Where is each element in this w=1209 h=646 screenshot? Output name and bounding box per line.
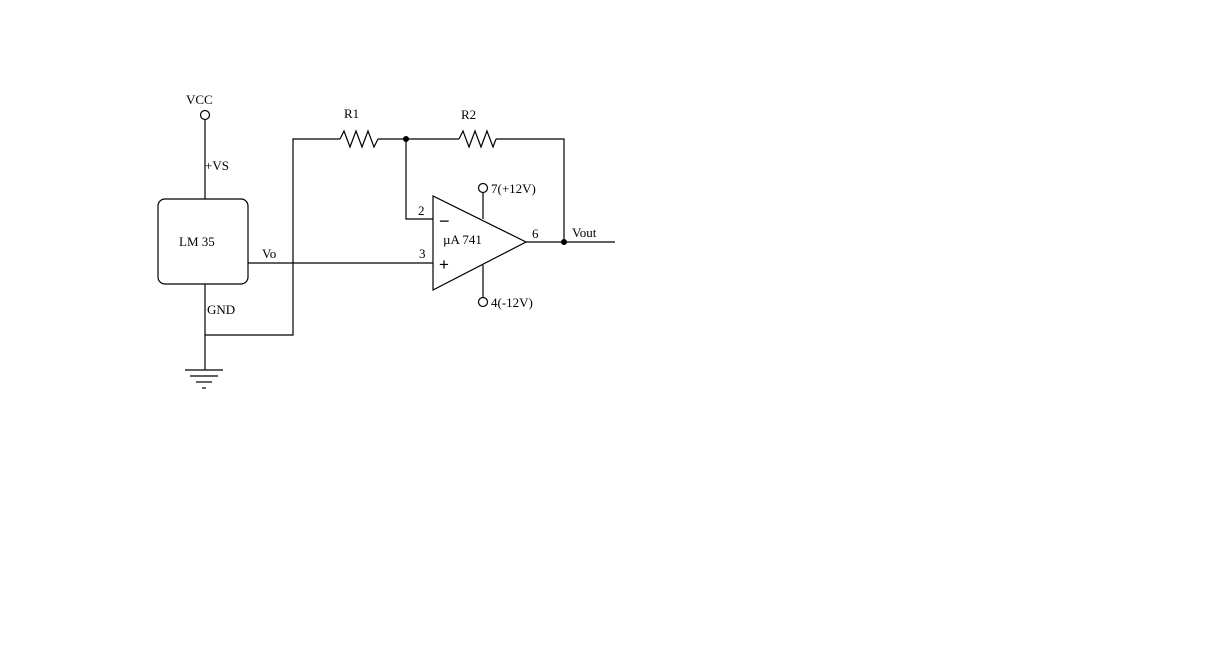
pin2-label: 2	[418, 203, 425, 218]
r2-resistor	[458, 129, 497, 149]
feedback-wire	[496, 138, 565, 242]
ground-to-r1-wire	[205, 138, 340, 336]
opamp-minus-sign: −	[439, 211, 450, 231]
vcc-label: VCC	[186, 92, 213, 107]
r1-label: R1	[344, 106, 359, 121]
inverting-input-wire	[405, 139, 433, 220]
opamp-label: µA 741	[443, 232, 482, 247]
pin6-label: 6	[532, 226, 539, 241]
pin7-terminal	[477, 182, 489, 194]
pin4-terminal	[477, 296, 489, 308]
r1-resistor	[339, 129, 379, 149]
output-junction	[561, 239, 567, 245]
gnd-label: GND	[207, 302, 235, 317]
pin4-label: 4(-12V)	[491, 295, 533, 310]
ground-symbol	[185, 369, 223, 389]
pin3-label: 3	[419, 246, 426, 261]
lm35-block	[157, 198, 249, 285]
vs-label: +VS	[205, 158, 229, 173]
pin7-label: 7(+12V)	[491, 181, 536, 196]
vo-label: Vo	[262, 246, 276, 261]
vout-label: Vout	[572, 225, 597, 240]
r2-label: R2	[461, 107, 476, 122]
lm35-label: LM 35	[179, 234, 215, 249]
opamp-triangle	[432, 195, 528, 291]
vcc-terminal	[199, 109, 211, 121]
opamp-plus-sign: +	[439, 255, 449, 274]
